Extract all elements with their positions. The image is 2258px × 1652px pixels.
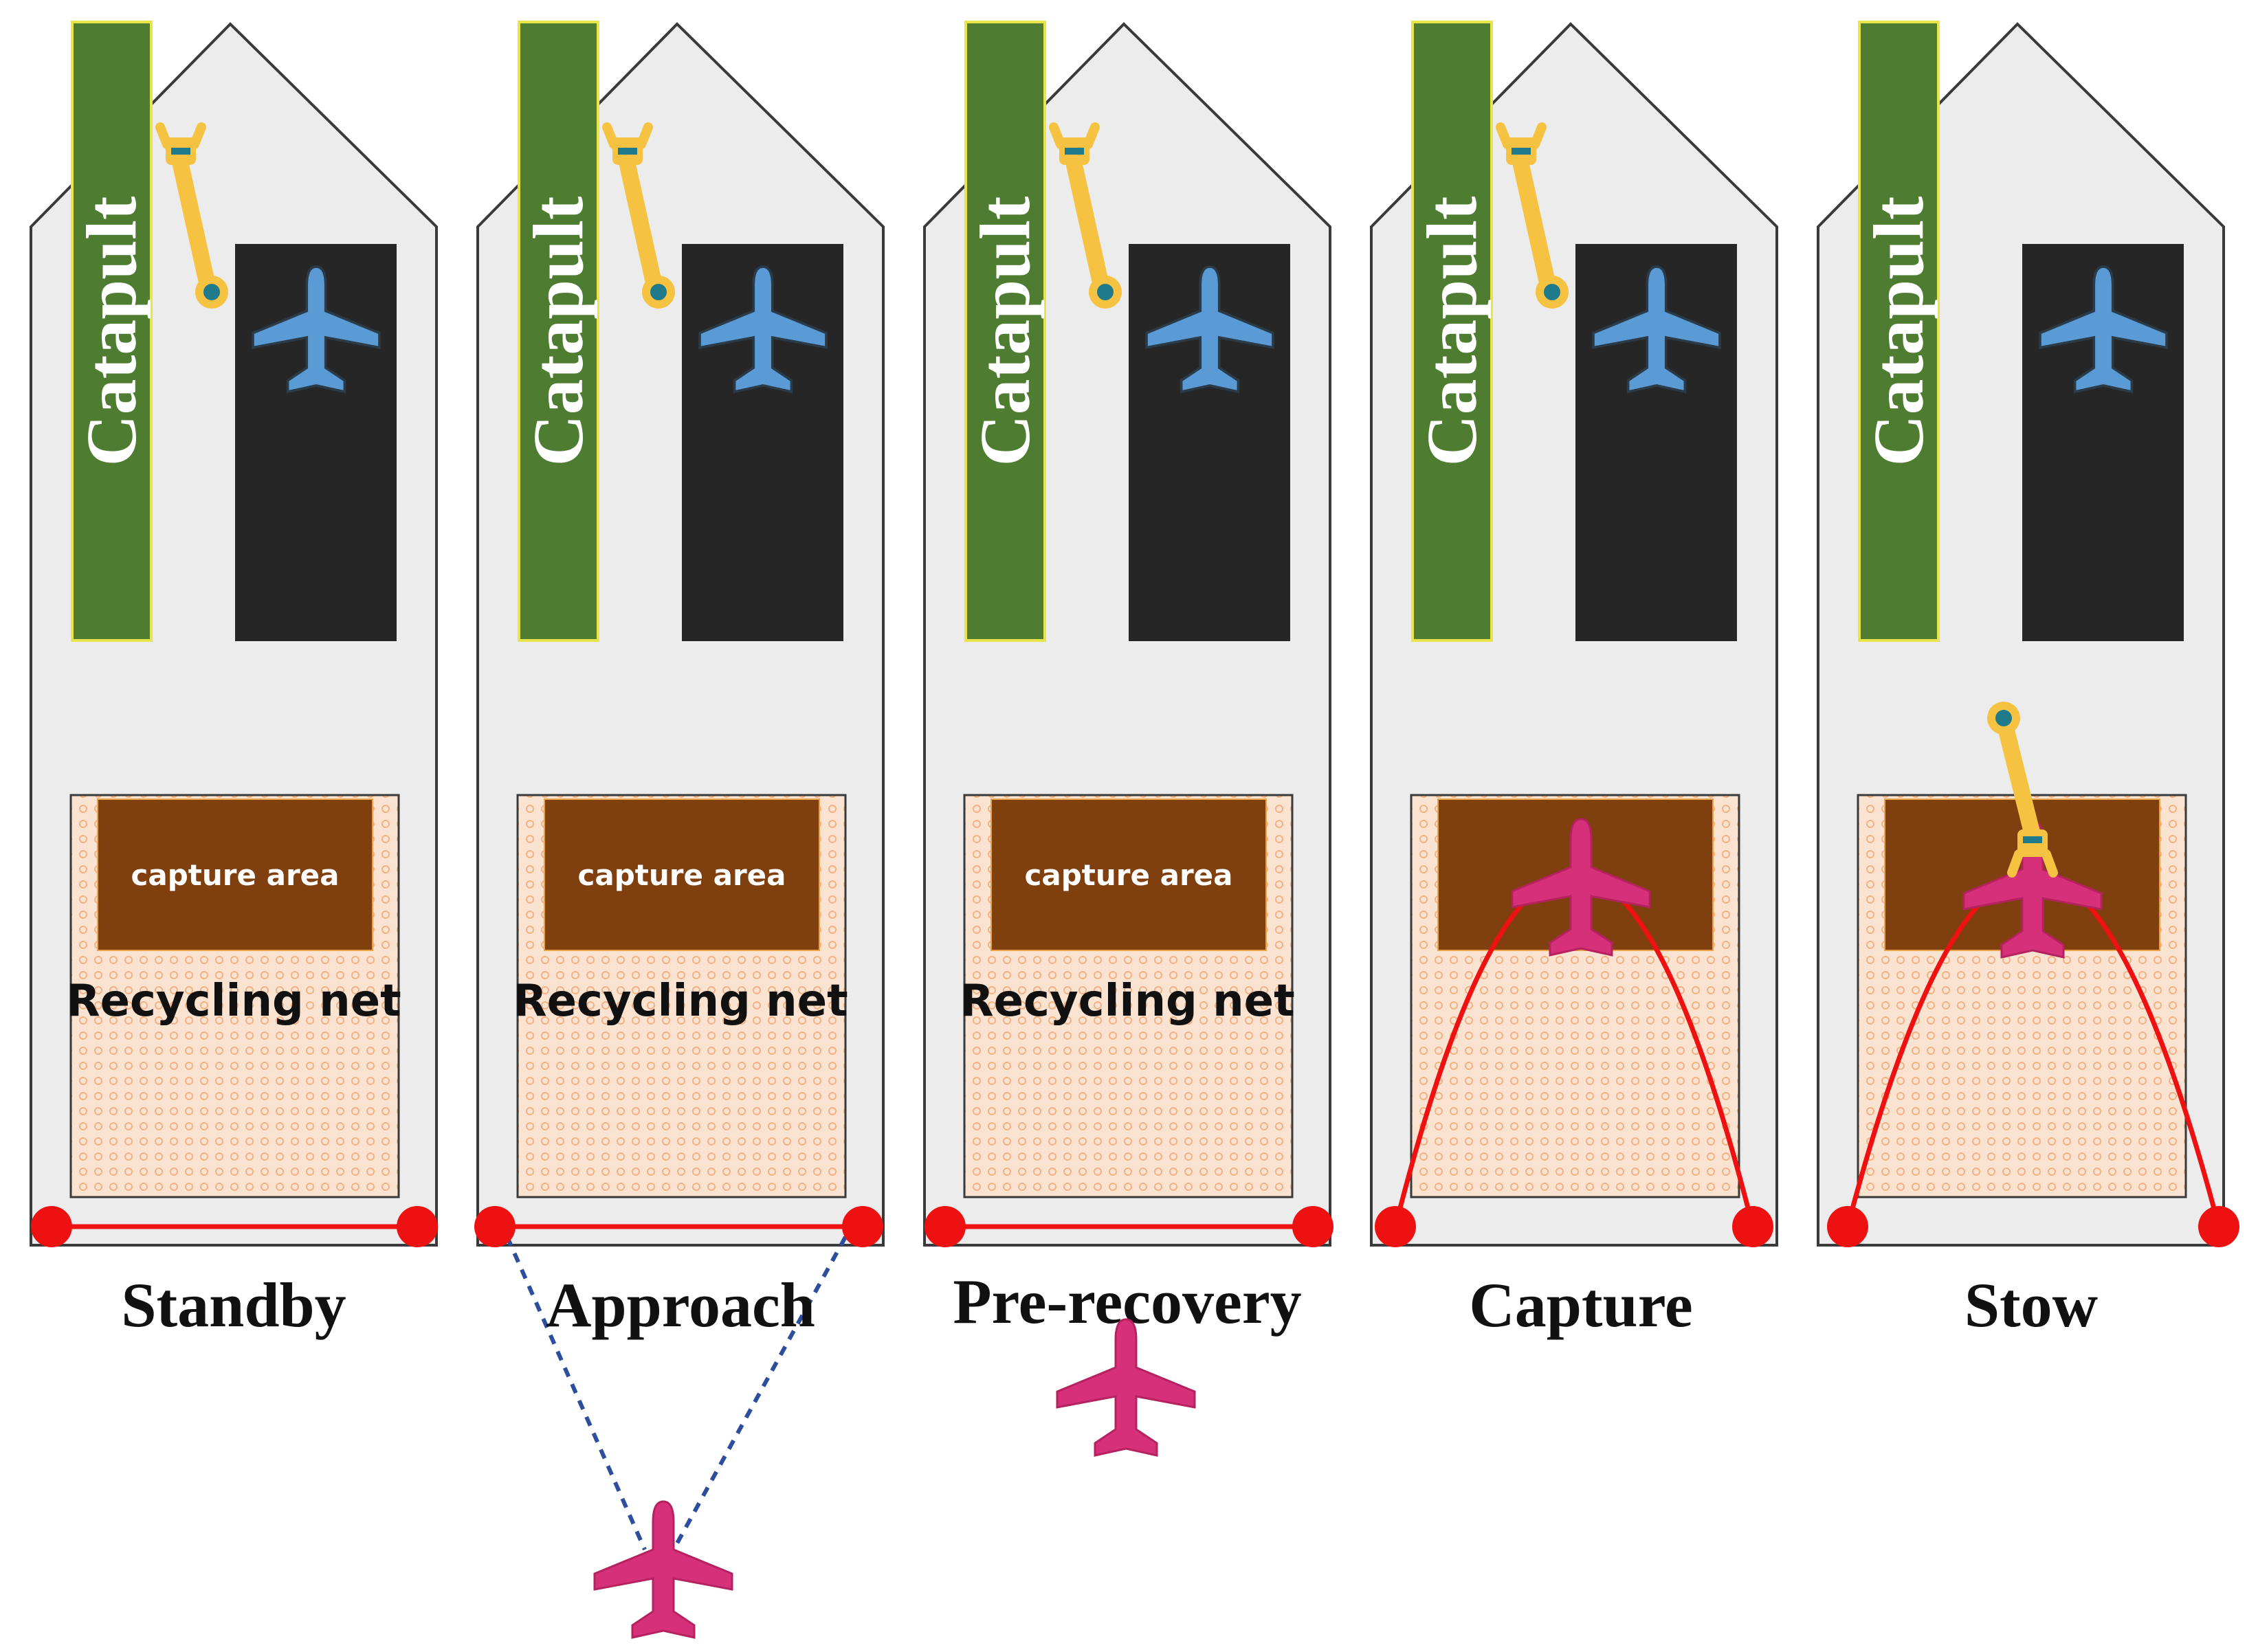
stage-panel-pre-recovery: Catapult capture area Recycling net Pre-… — [923, 21, 1333, 1457]
stage-panel-stow: Catapult Stow — [1817, 21, 2239, 1340]
catapult-track — [1411, 21, 1493, 642]
sensor-beam-left — [505, 1236, 647, 1551]
capture-area — [990, 799, 1267, 951]
airplane-icon — [593, 1500, 733, 1639]
catapult-track — [518, 21, 599, 642]
stage-label: Standby — [121, 1270, 346, 1340]
catapult-label: Catapult — [72, 196, 151, 466]
robotic-arm-icon — [602, 122, 675, 309]
airplane-icon — [1056, 1318, 1196, 1457]
recycling-net-label: Recycling net — [513, 976, 848, 1027]
catapult-label: Catapult — [966, 196, 1045, 466]
robotic-arm-icon — [1987, 702, 2058, 878]
catapult-track — [964, 21, 1046, 642]
net-anchor-left — [31, 1206, 72, 1247]
net-anchor-left — [1375, 1206, 1416, 1247]
stage-label: Stow — [1964, 1270, 2098, 1340]
capture-area — [97, 799, 373, 951]
robotic-arm-icon — [1049, 122, 1122, 309]
net-anchor-right — [842, 1206, 883, 1247]
recycling-net-label: Recycling net — [66, 976, 401, 1027]
stage-label: Approach — [546, 1270, 815, 1340]
net-anchor-right — [1732, 1206, 1773, 1247]
stage-panel-standby: Catapult capture area Recycling net Stan… — [30, 21, 438, 1340]
capture-area-label: capture area — [131, 858, 340, 892]
sensor-beam-right — [672, 1236, 848, 1551]
capture-area — [544, 799, 820, 951]
capture-area-label: capture area — [1025, 858, 1233, 892]
catapult-track — [1858, 21, 1940, 642]
stage-label: Capture — [1469, 1270, 1692, 1340]
catapult-label: Catapult — [1859, 196, 1938, 466]
catapult-label: Catapult — [1413, 196, 1492, 466]
net-anchor-right — [2198, 1206, 2239, 1247]
stage-panel-capture: Catapult Capture — [1370, 21, 1778, 1340]
recycling-net-label: Recycling net — [960, 976, 1294, 1027]
robotic-arm-icon — [155, 122, 228, 309]
net-anchor-left — [474, 1206, 516, 1247]
catapult-track — [71, 21, 153, 642]
net-anchor-left — [925, 1206, 966, 1247]
capture-area-label: capture area — [578, 858, 786, 892]
net-anchor-right — [1292, 1206, 1333, 1247]
net-anchor-right — [397, 1206, 438, 1247]
net-anchor-left — [1827, 1206, 1868, 1247]
catapult-label: Catapult — [519, 196, 598, 466]
robotic-arm-icon — [1496, 122, 1569, 309]
stage-panel-approach: Catapult capture area Recycling net Appr… — [474, 21, 885, 1639]
